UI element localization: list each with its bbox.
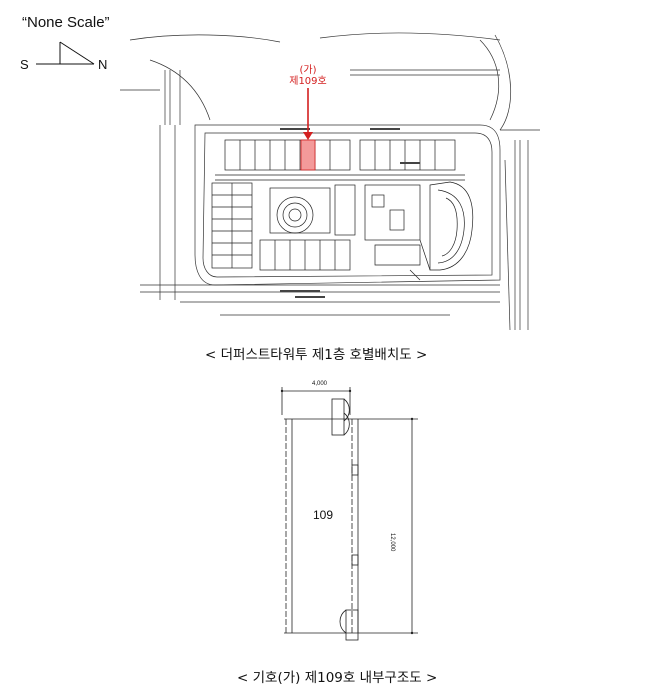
compass-south-label: S [20,57,29,72]
marker-label-ga: (가) [299,65,317,76]
width-dimension: 4,000 [312,381,328,387]
scale-note: “None Scale” [22,14,110,31]
compass-north-label: N [98,57,108,72]
site-plan-caption: < 더퍼스트타워투 제1층 호별배치도 > [205,347,428,363]
compass-arrow-icon [36,41,95,65]
marker-label-unit: 제109호 [289,76,327,87]
unit-plan-caption: < 기호(가) 제109호 내부구조도 > [237,670,438,686]
room-number: 109 [313,508,334,522]
unit-floor-plan [280,387,418,641]
length-dimension: 12,000 [389,533,395,552]
site-plan-drawing [120,32,540,330]
